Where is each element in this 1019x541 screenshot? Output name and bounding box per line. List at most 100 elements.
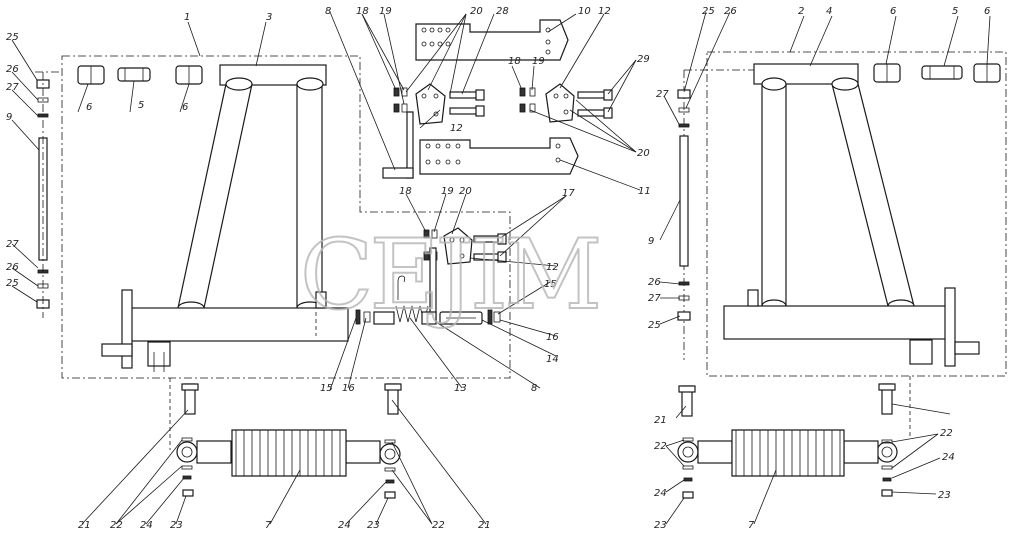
callout: 17	[562, 188, 575, 199]
frame-axle-stub	[101, 343, 133, 357]
callout: 10	[578, 6, 591, 17]
right-frame-lug	[909, 339, 933, 365]
callout: 14	[546, 354, 559, 365]
callout: 25	[702, 6, 715, 17]
callout: 24	[338, 520, 351, 531]
callout: 27	[6, 239, 19, 250]
left-assembly-boundary	[61, 55, 511, 379]
frame-small-lug	[315, 291, 327, 309]
watermark: CEJIM	[300, 219, 598, 331]
callout: 23	[654, 520, 667, 531]
plate-10	[415, 19, 569, 61]
callout: 24	[942, 452, 955, 463]
washer-15-right	[493, 311, 501, 323]
callout: 25	[6, 278, 19, 289]
callout: 2	[798, 6, 804, 17]
callout: 7	[748, 520, 755, 531]
callout: 23	[170, 520, 183, 531]
callout: 12	[598, 6, 611, 17]
callout: 13	[454, 383, 467, 394]
spring-eye	[373, 311, 395, 325]
callout: 22	[654, 441, 667, 452]
callout: 27	[648, 293, 661, 304]
callout: 5	[952, 6, 958, 17]
callout: 15	[544, 279, 557, 290]
right-frame-tube-right	[831, 83, 915, 307]
callout: 18	[508, 56, 521, 67]
callout: 4	[826, 6, 832, 17]
callout: 9	[648, 236, 654, 247]
callout: 22	[110, 520, 123, 531]
right-frame-side-bracket	[944, 287, 956, 367]
callout: 26	[724, 6, 737, 17]
callout: 25	[648, 320, 661, 331]
right-assembly-boundary	[706, 51, 1007, 377]
callout: 15	[320, 383, 333, 394]
callout: 16	[546, 332, 559, 343]
spring-hook	[397, 275, 406, 300]
callout: 29	[637, 54, 650, 65]
callout: 16	[342, 383, 355, 394]
callout: 27	[6, 82, 19, 93]
pin-5-right	[921, 65, 963, 80]
callout: 18	[399, 186, 412, 197]
frame-side-bracket	[121, 289, 133, 369]
plate-12-lower	[443, 227, 473, 265]
fasteners-upper-right	[519, 87, 536, 113]
plate-12-upper-right	[545, 83, 575, 123]
plate-11	[419, 137, 579, 175]
left-link-stack	[36, 72, 50, 318]
callout: 6	[182, 102, 188, 113]
fasteners-lower	[423, 229, 438, 261]
callout: 23	[938, 490, 951, 501]
callout: 12	[546, 262, 559, 273]
callout: 6	[86, 102, 92, 113]
right-frame-tube-left	[761, 83, 787, 307]
right-frame-axle-stub	[954, 341, 980, 355]
callout: 8	[531, 383, 537, 394]
shock-absorber-7-left	[176, 383, 402, 499]
fasteners-upper-left	[393, 87, 408, 113]
callout: 19	[379, 6, 392, 17]
callout: 27	[656, 89, 669, 100]
plate-12-upper-left	[415, 83, 446, 125]
callout: 26	[648, 277, 661, 288]
right-frame-bottom-beam	[723, 305, 947, 340]
callout: 19	[441, 186, 454, 197]
bracket-8-foot	[382, 167, 414, 179]
callout: 28	[496, 6, 509, 17]
callout: 24	[140, 520, 153, 531]
callout: 23	[367, 520, 380, 531]
pin-5-left	[117, 67, 151, 82]
callout: 26	[6, 64, 19, 75]
spring-anchor	[421, 311, 437, 325]
callout: 21	[478, 520, 491, 531]
washer-15-left	[363, 311, 371, 323]
callout: 18	[356, 6, 369, 17]
callout: 3	[266, 12, 272, 23]
callout: 25	[6, 32, 19, 43]
callout: 24	[654, 488, 667, 499]
callout: 5	[138, 100, 144, 111]
callout: 26	[6, 262, 19, 273]
right-link-stack	[677, 70, 691, 360]
callout: 1	[184, 12, 190, 23]
callout: 22	[432, 520, 445, 531]
bolts-28	[449, 89, 485, 117]
callout: 21	[654, 415, 667, 426]
callout: 6	[890, 6, 896, 17]
callout: 12	[450, 123, 463, 134]
callout: 21	[78, 520, 91, 531]
callout: 22	[940, 428, 953, 439]
frame-lug	[147, 341, 171, 367]
callout: 6	[984, 6, 990, 17]
shock-absorber-7-right	[677, 383, 898, 499]
callout: 19	[532, 56, 545, 67]
leader-lines	[11, 11, 991, 525]
callout: 20	[470, 6, 483, 17]
callout: 11	[638, 186, 651, 197]
bolt-16-left	[355, 309, 361, 325]
callout: 7	[265, 520, 272, 531]
